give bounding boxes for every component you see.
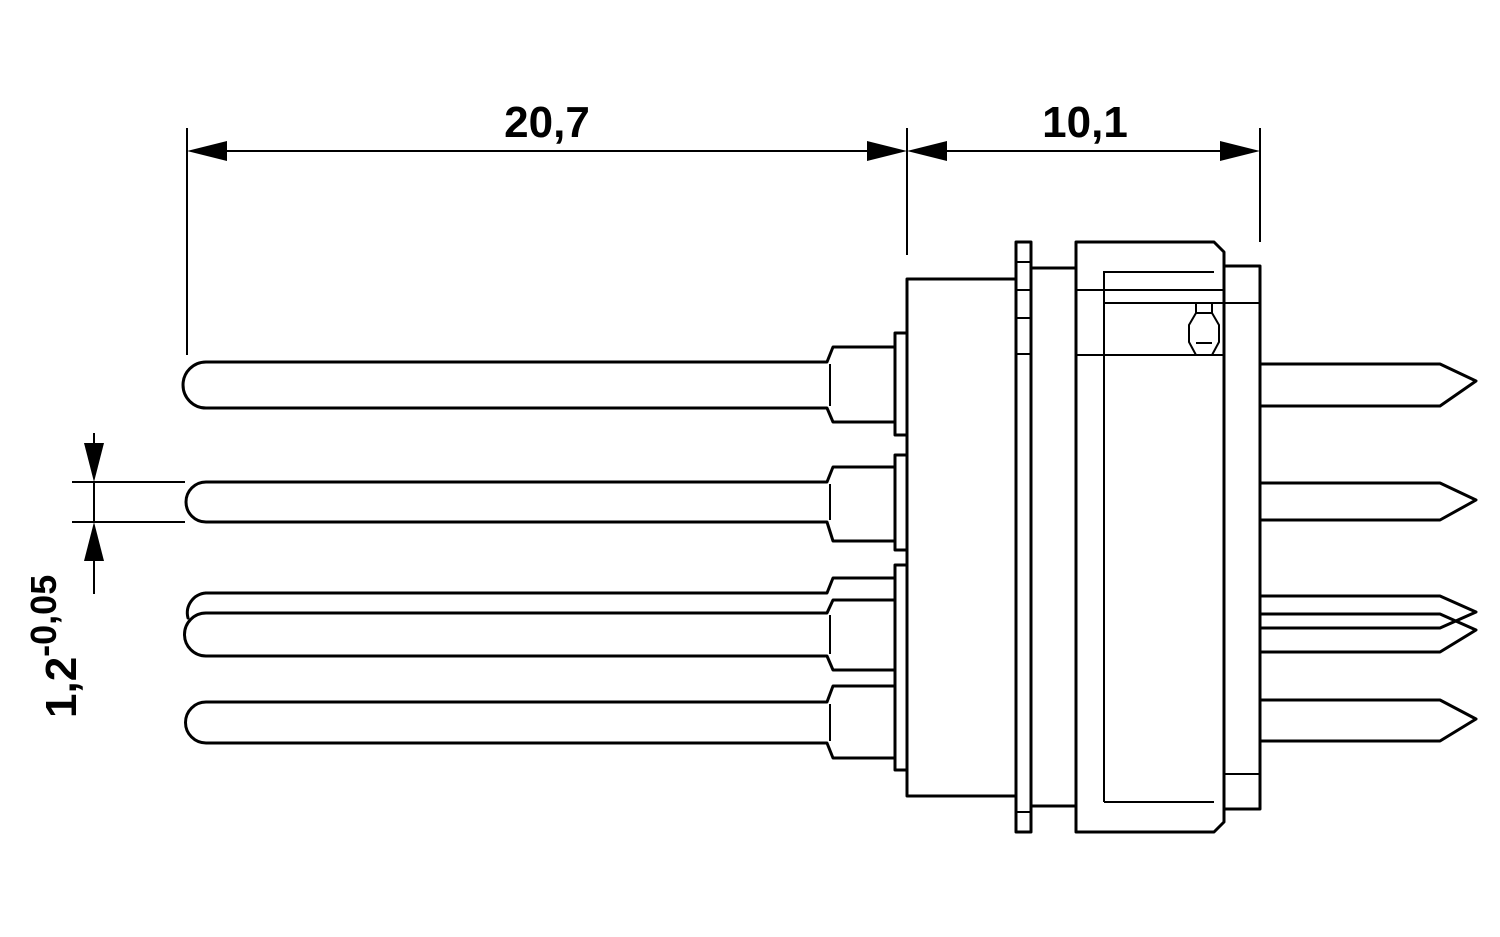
left-pin-4 [183,598,897,672]
mounting-flange [1014,240,1033,834]
left-pin-2 [184,465,897,543]
gasket [1029,266,1078,808]
right-pins [1258,362,1478,743]
rear-body [905,277,1018,798]
left-pin-1 [181,345,897,424]
right-pin-1 [1258,362,1478,408]
left-pins [181,345,897,760]
left-pin-3 [204,576,897,595]
dimension-label-20-7: 20,7 [504,98,590,147]
front-body [1222,264,1262,811]
right-pin-3 [1258,594,1478,630]
connector-housing [905,240,1262,834]
dimension-housing-length: 10,1 [907,98,1261,242]
dimension-label-10-1: 10,1 [1042,98,1128,147]
right-pin-2 [1258,481,1478,522]
dimension-label-tolerance: -0,05 [23,575,64,657]
right-pin-4 [1258,612,1478,654]
coupling-nut [1074,240,1226,834]
left-pin-5 [184,684,897,760]
right-pin-5 [1258,698,1478,743]
dimension-label-pin-diameter: 1,2 [37,657,86,718]
insert-tabs [893,331,909,772]
dimension-pin-diameter: 1,2-0,05 [23,433,185,718]
dimension-overall-pin-length: 20,7 [186,98,908,355]
svg-text:1,2-0,05: 1,2-0,05 [23,575,86,718]
